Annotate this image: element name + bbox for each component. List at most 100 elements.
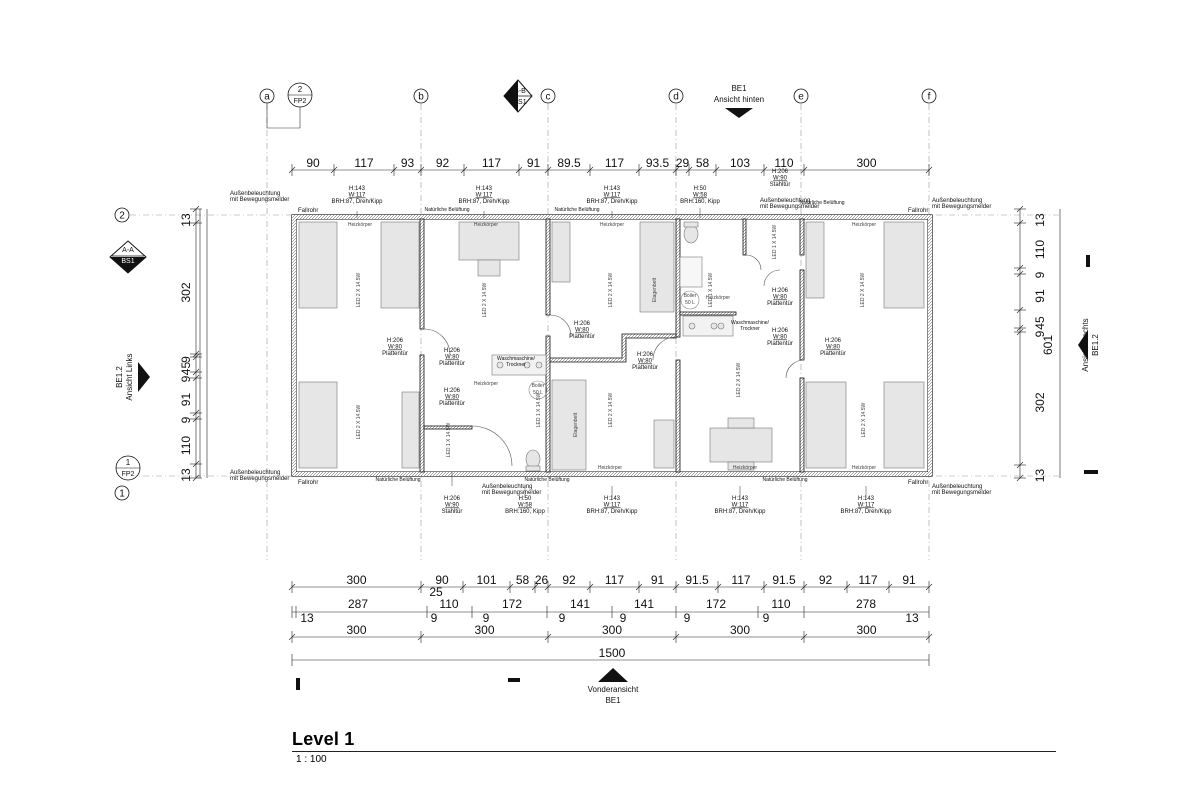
dim-right-value: 13 [1033,213,1047,227]
window-143-line: BRH:87, Dreh/Kipp [586,199,638,205]
dim-top-value: 110 [774,156,793,170]
dim-left-value: 9 [179,416,193,423]
dim-bottom2-value: 172 [706,597,726,611]
dim-bottom1-value: 117 [858,573,877,587]
dim-top-value: 103 [730,156,750,170]
outdoor-light-label: Außenbeleuchtung [230,191,280,197]
dim-bottom2-value: 172 [502,597,522,611]
drawing-scale: 1 : 100 [296,754,327,765]
dim-right-slash [1016,270,1024,278]
dim-bottom3-value: 300 [856,623,876,637]
washer-label: Waschmaschine/ [731,320,769,326]
heater-label: Heizkörper [474,222,499,228]
grid-label-row-2: 2 [119,211,125,222]
right-view-l1: Ansicht Rechts [1081,318,1090,371]
door-stahltuer-line: Stahltür [442,509,463,515]
dim-bottom1-slash [885,583,893,591]
dim-top-slash [635,166,643,174]
heater-label: Heizkörper [852,222,877,228]
boiler-circle [680,290,700,310]
door-plattentuer-line: H:206 [444,348,461,354]
door-plattentuer-line: H:206 [637,352,654,358]
dim-left-value: 9 [179,356,193,363]
grid-bubble-f [921,88,937,104]
dim-right-slash [1016,219,1024,227]
grid-bubble-d [668,88,684,104]
dim-bottom1-slash [531,583,539,591]
dim-top-value: 117 [354,156,373,170]
drawing-title: Level 1 [292,729,355,749]
dim-bottom1-slash [800,583,808,591]
dim-bottom2-small-value: 13 [300,611,314,625]
window-50-line: W:58 [693,193,708,199]
heater-label: Heizkörper [733,465,758,471]
dim-left-slash [192,219,200,227]
aa-section-label: A-A [122,247,134,254]
dim-left-slash [192,350,200,358]
door-plattentuer-line: H:206 [772,288,789,294]
dim-bottom3-slash [672,633,680,641]
grid-bubble-row-2 [114,207,130,223]
door-plattentuer-line: W:80 [773,295,788,301]
door-plattentuer-line: H:206 [444,388,461,394]
window-143-line: W:117 [858,503,875,509]
dim-top-value: 93.5 [646,156,670,170]
dim-bottom3-value: 300 [346,623,366,637]
door-stahltuer-line: W:90 [773,176,788,182]
dim-top-slash [712,166,720,174]
dim-top-value: 58 [696,156,710,170]
fp2-leader [266,103,301,129]
outdoor-light-label-2: mit Bewegungsmelder [932,204,991,210]
heater-label: Heizkörper [600,222,625,228]
door-stahltuer-line: Stahltür [770,182,791,188]
ventilation-label: Natürliche Belüftung [762,477,807,483]
heater-label: Heizkörper [852,465,877,471]
outdoor-light-label-2: mit Bewegungsmelder [482,490,541,496]
dim-bottom1-slash [843,583,851,591]
heater-label: Heizkörper [348,222,373,228]
be1-top-l1: BE1 [731,84,747,93]
window-143-line: H:143 [604,186,621,192]
section-bb-callout: B-B BS1 [503,79,533,113]
door-plattentuer-line: W:80 [445,395,460,401]
dim-left-slash [192,474,200,482]
dim-bottom2-value: 278 [856,597,876,611]
dim-bottom1-slash [925,583,933,591]
dim-right-value: 9 [1033,271,1047,278]
dim-top-slash [515,166,523,174]
dim-top-slash [390,166,398,174]
window-143-line: W:117 [604,503,621,509]
dim-bottom1-value: 101 [476,573,496,587]
dim-right-slash [1016,264,1024,272]
led-label: LED 2 X 14.5W [860,272,866,307]
grid-lines [130,104,1060,560]
dim-right-slash [1016,205,1024,213]
dim-bottom3-slash [925,633,933,641]
dim-bottom3-slash [544,633,552,641]
window-143-line: W:117 [732,503,749,509]
dim-top-value: 117 [605,156,624,170]
dim-bottom1-slash [544,583,552,591]
dim-top-value: 117 [482,156,501,170]
outdoor-light-label: Außenbeleuchtung [932,484,982,490]
left-view-callout: BE1.2 Ansicht Links [115,353,150,401]
right-view-l2: BE1.2 [1091,334,1100,356]
window-143-line: W:117 [604,193,621,199]
dim-bottom2-small-value: 9 [684,611,691,625]
dim-bottom2-small-value: 9 [620,611,627,625]
door-plattentuer-line: W:80 [826,345,841,351]
heater-label: Heizkörper [706,295,731,301]
dim-top-value: 300 [856,156,876,170]
dim-bottom1-value: 91.5 [685,573,709,587]
section-marker-bars [296,255,1098,690]
dim-top-value: 89.5 [557,156,581,170]
led-label: LED 2 X 14.5W [608,392,614,427]
grid-bubble-row-1 [114,485,130,501]
window-50-line: BRH:160, Kipp [680,199,720,205]
door-plattentuer-line: H:206 [387,338,404,344]
window-143-line: BRH:87, Dreh/Kipp [840,509,892,515]
led-label: LED 2 X 14.5W [608,272,614,307]
